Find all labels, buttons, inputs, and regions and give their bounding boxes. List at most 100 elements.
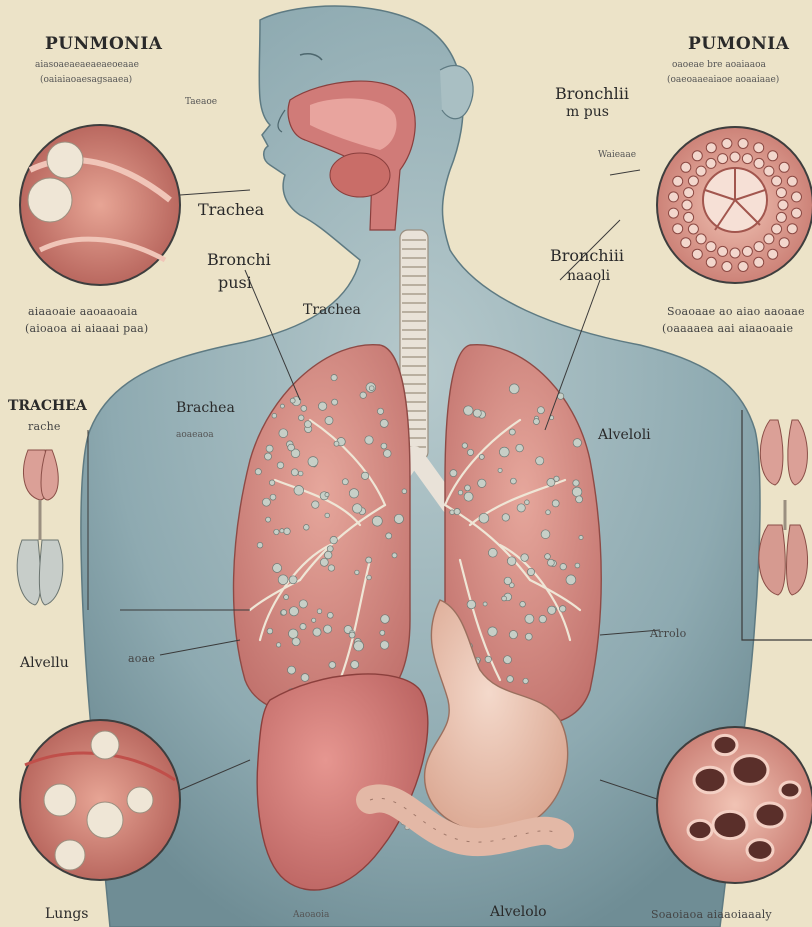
- pus-spot: [521, 554, 529, 562]
- pus-spot: [267, 628, 273, 634]
- inset-bottom-left: [20, 720, 180, 880]
- cell: [738, 262, 748, 272]
- pus-spot: [533, 419, 539, 425]
- cell: [779, 162, 789, 172]
- pus-spot: [384, 450, 392, 458]
- cell: [681, 162, 691, 172]
- cell: [706, 143, 716, 153]
- pus-spot: [366, 557, 372, 563]
- pus-spot: [329, 662, 336, 669]
- pus-spot: [575, 563, 580, 568]
- pus-spot: [325, 417, 333, 425]
- pus-spot: [269, 480, 274, 485]
- pus-spot: [499, 447, 509, 457]
- cell: [718, 154, 728, 164]
- cell: [730, 152, 740, 162]
- cell: [696, 166, 706, 176]
- label-alveoli-right: Alveloli: [598, 427, 651, 443]
- pus-spot: [349, 632, 355, 638]
- pus-spot: [318, 402, 326, 410]
- pus-spot: [301, 674, 309, 682]
- pus-spot: [312, 618, 316, 622]
- tiny-label-right: Waieaae: [598, 150, 636, 160]
- pus-spot: [511, 478, 517, 484]
- pus-spot: [288, 666, 296, 674]
- pus-spot: [317, 609, 322, 614]
- pus-spot: [507, 557, 516, 566]
- pus-spot: [289, 607, 298, 616]
- pus-spot: [354, 641, 364, 651]
- cell: [792, 192, 802, 202]
- cell: [764, 234, 774, 244]
- alveolus-cavity: [780, 782, 800, 798]
- pus-spot: [312, 501, 319, 508]
- alveolus-cavity: [713, 735, 737, 754]
- pus-spot: [298, 415, 304, 421]
- pus-spot: [332, 399, 338, 405]
- label-bronchi-right-sub: naaoli: [567, 268, 610, 284]
- pus-spot: [380, 641, 388, 649]
- pus-spot: [536, 457, 544, 465]
- cell: [742, 154, 752, 164]
- alveolus-cavity: [732, 756, 768, 785]
- label-bottom-center-small: Aaoaoia: [293, 910, 329, 920]
- pus-spot: [509, 631, 517, 639]
- pus-spot: [579, 535, 583, 539]
- pus-spot: [304, 421, 311, 428]
- cell: [706, 158, 716, 168]
- pus-spot: [479, 513, 489, 523]
- pus-spot: [478, 479, 486, 487]
- alveolus-cavity: [755, 803, 785, 827]
- pus-spot: [576, 496, 583, 503]
- pus-spot: [485, 656, 491, 662]
- pus-spot: [462, 443, 467, 448]
- cell: [730, 248, 740, 258]
- cell: [692, 249, 702, 259]
- pus-spot: [292, 638, 300, 646]
- pus-spot: [402, 489, 407, 494]
- pus-spot: [548, 606, 556, 614]
- cell: [692, 151, 702, 161]
- pus-spot: [270, 494, 276, 500]
- pus-spot: [547, 478, 555, 486]
- pus-spot: [327, 546, 333, 552]
- pus-spot: [509, 429, 515, 435]
- pus-spot: [372, 516, 382, 526]
- pus-spot: [276, 643, 280, 647]
- cell: [742, 246, 752, 256]
- cell: [706, 242, 716, 252]
- cell: [682, 200, 692, 210]
- cell: [776, 188, 786, 198]
- label-bottom-small: aoae: [128, 652, 155, 665]
- caption-left-2: (aioaoa ai aiaaai paa): [25, 322, 148, 335]
- pus-spot: [488, 627, 497, 636]
- inset-bottom-right: [657, 727, 812, 883]
- pus-spot: [504, 656, 512, 664]
- alveolus-cavity: [713, 811, 747, 838]
- alveolus-cavity: [694, 767, 726, 793]
- pus-spot: [541, 530, 550, 539]
- pus-spot: [465, 485, 471, 491]
- pus-spot: [473, 409, 481, 417]
- pus-spot: [525, 633, 532, 640]
- label-pus-top-right: m pus: [566, 104, 609, 120]
- cell: [779, 238, 789, 248]
- pus-spot: [507, 676, 514, 683]
- cell: [787, 176, 797, 186]
- label-bottom-right: Soaoiaoa aiaaoiaaaly: [651, 908, 772, 921]
- pus-spot: [301, 406, 307, 412]
- label-lungs-bottom: Lungs: [45, 906, 88, 922]
- pus-spot: [560, 606, 566, 612]
- pus-spot: [298, 471, 303, 476]
- pus-spot: [483, 602, 487, 606]
- cell: [772, 176, 782, 186]
- label-trachea-center: Trachea: [303, 302, 361, 318]
- alveolus-cavity: [688, 820, 712, 839]
- pus-spot: [328, 565, 334, 571]
- pus-spot: [266, 445, 273, 452]
- label-trachea-inset: Trachea: [198, 200, 264, 219]
- pus-spot: [464, 406, 473, 415]
- pus-spot: [266, 517, 271, 522]
- pus-spot: [281, 610, 287, 616]
- subtitle-right-1: oaoeae bre aoaiaaoa: [672, 60, 766, 70]
